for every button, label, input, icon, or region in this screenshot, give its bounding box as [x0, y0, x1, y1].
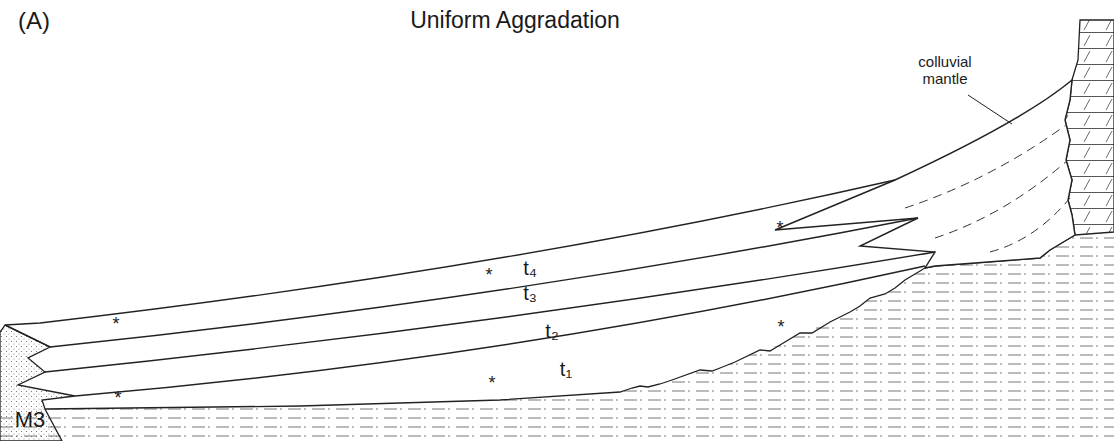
unit-age: t₄: [523, 257, 537, 279]
sample-marker: *: [114, 389, 121, 409]
sample-marker: *: [485, 266, 492, 286]
sample-marker: *: [777, 318, 784, 338]
unit-boundary: [5, 180, 935, 396]
deposit-name: M3: [15, 408, 46, 432]
leader-line: [968, 95, 1012, 124]
unit-age: t₃: [523, 282, 537, 304]
colluvium: [775, 80, 1075, 268]
colluvial-bedding: [905, 125, 1070, 252]
sample-marker: *: [488, 374, 495, 394]
diagram-title: Uniform Aggradation: [410, 8, 620, 33]
unit-age: t₂: [545, 320, 558, 342]
unit-age: t₁: [560, 358, 572, 380]
sample-marker: *: [112, 315, 119, 335]
bedrock-surface: [45, 235, 1075, 409]
panel-letter: (A): [18, 8, 50, 34]
limestone-cliff: [1065, 20, 1114, 235]
unit-name: colluvial mantle: [910, 54, 980, 87]
m3-deposit: [0, 325, 75, 441]
sample-marker: *: [776, 219, 783, 239]
